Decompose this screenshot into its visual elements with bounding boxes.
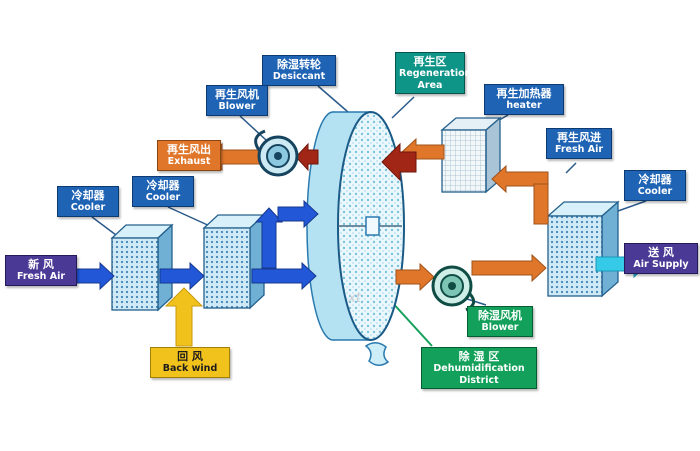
leader-regen-fresh-air [565, 162, 577, 174]
heater-box [440, 116, 502, 194]
hot-air-arrows [295, 142, 417, 182]
wheel-hub [365, 216, 380, 236]
leader-dehumid-district [389, 299, 433, 347]
arrow-to-wheel-upper [277, 199, 319, 229]
cooler-1-side [157, 223, 173, 312]
label-regeneration-area-en: Regeneration Area [399, 68, 472, 91]
arrow-fresh-to-cooler1 [73, 261, 115, 291]
label-dehumid-district-zh: 除 湿 区 [458, 350, 500, 363]
arrow-wheel-to-regen-blower [295, 142, 319, 172]
label-cooler-1-en: Cooler [70, 202, 106, 214]
arrow-cooler1-to-cooler2 [159, 261, 205, 291]
label-regen-fresh-air: 再生风进 Fresh Air [546, 128, 612, 159]
label-regen-blower-zh: 再生风机 [215, 88, 259, 101]
leader-desiccant [317, 85, 349, 113]
desiccant-wheel [306, 111, 405, 366]
arrow-blower-to-cooler-right [471, 253, 547, 283]
regen-in-riser [533, 183, 549, 225]
label-cooler-1-zh: 冷却器 [71, 189, 105, 202]
label-exhaust-zh: 再生风出 [167, 143, 211, 156]
label-regen-heater-zh: 再生加热器 [496, 87, 552, 100]
label-cooler-right-zh: 冷却器 [638, 173, 672, 186]
label-air-supply-zh: 送 风 [648, 246, 674, 259]
label-dehumid-blower-zh: 除湿风机 [478, 309, 522, 322]
label-desiccant-wheel: 除湿转轮 Desiccant [262, 55, 336, 86]
label-back-wind-en: Back wind [162, 363, 218, 375]
label-exhaust-en: Exhaust [167, 156, 211, 168]
label-regeneration-area-zh: 再生区 [413, 55, 447, 68]
label-fresh-air-zh: 新 风 [28, 258, 54, 271]
cooler-box-right [546, 200, 620, 298]
label-desiccant-en: Desiccant [272, 71, 326, 83]
label-back-wind-zh: 回 风 [177, 350, 203, 363]
label-regen-fresh-air-zh: 再生风进 [557, 131, 601, 144]
arrow-cooler2-to-wheel-low [251, 261, 317, 291]
label-desiccant-zh: 除湿转轮 [277, 58, 321, 71]
cooler-right-side [601, 200, 619, 298]
label-regen-heater: 再生加热器 heater [484, 84, 564, 115]
label-dehumid-blower-en: Blower [481, 322, 519, 334]
process-air-arrows [73, 199, 319, 291]
label-cooler-2-zh: 冷却器 [146, 179, 180, 192]
cooler-right-front [547, 215, 603, 297]
label-cooler-right: 冷却器 Cooler [624, 170, 686, 201]
leader-regen-blower [239, 115, 267, 141]
cooler-box-2 [202, 213, 266, 310]
regen-fan-hub [274, 152, 282, 160]
leader-regeneration-area [391, 96, 415, 119]
leader-cooler-2 [167, 206, 213, 228]
label-exhaust: 再生风出 Exhaust [157, 140, 221, 171]
watermark-text: xt [347, 291, 362, 306]
cooler-1-front [111, 237, 159, 311]
label-back-wind: 回 风 Back wind [150, 347, 230, 378]
label-air-supply-en: Air Supply [633, 259, 689, 271]
dehumid-fan-hub [448, 282, 456, 290]
label-fresh-air-en: Fresh Air [16, 271, 66, 283]
label-cooler-right-en: Cooler [637, 186, 673, 198]
label-cooler-2-en: Cooler [145, 192, 181, 204]
arrow-wheel-to-dehumid-blower [395, 262, 435, 292]
heater-front [441, 129, 487, 193]
label-regeneration-area: 再生区 Regeneration Area [395, 52, 472, 94]
label-dehumid-district: 除 湿 区 Dehumidification District [421, 347, 537, 389]
label-cooler-2: 冷却器 Cooler [132, 176, 194, 207]
label-air-supply: 送 风 Air Supply [624, 243, 698, 274]
label-regen-heater-en: heater [506, 100, 542, 112]
arrow-hot-into-wheel [381, 142, 417, 182]
cooler-box-1 [110, 223, 174, 312]
dehumid-blower-fan [431, 265, 476, 312]
wheel-ribbon [364, 342, 390, 366]
leader-lines [91, 85, 647, 347]
regen-fan-volute [254, 129, 266, 151]
label-regen-blower-en: Blower [218, 101, 256, 113]
label-dehumid-district-en2: District [459, 374, 499, 386]
label-dehumid-blower: 除湿风机 Blower [467, 306, 533, 337]
arrow-back-wind-up [164, 287, 204, 347]
label-regen-fresh-air-en: Fresh Air [554, 144, 604, 156]
label-fresh-air: 新 风 Fresh Air [5, 255, 77, 286]
cooler-2-front [203, 227, 251, 309]
regen-blower-fan [254, 129, 299, 177]
arrow-up-bypass [254, 207, 284, 269]
label-cooler-1: 冷却器 Cooler [57, 186, 119, 217]
label-regen-blower: 再生风机 Blower [206, 85, 268, 116]
label-dehumid-district-en1: Dehumidification [433, 363, 525, 375]
